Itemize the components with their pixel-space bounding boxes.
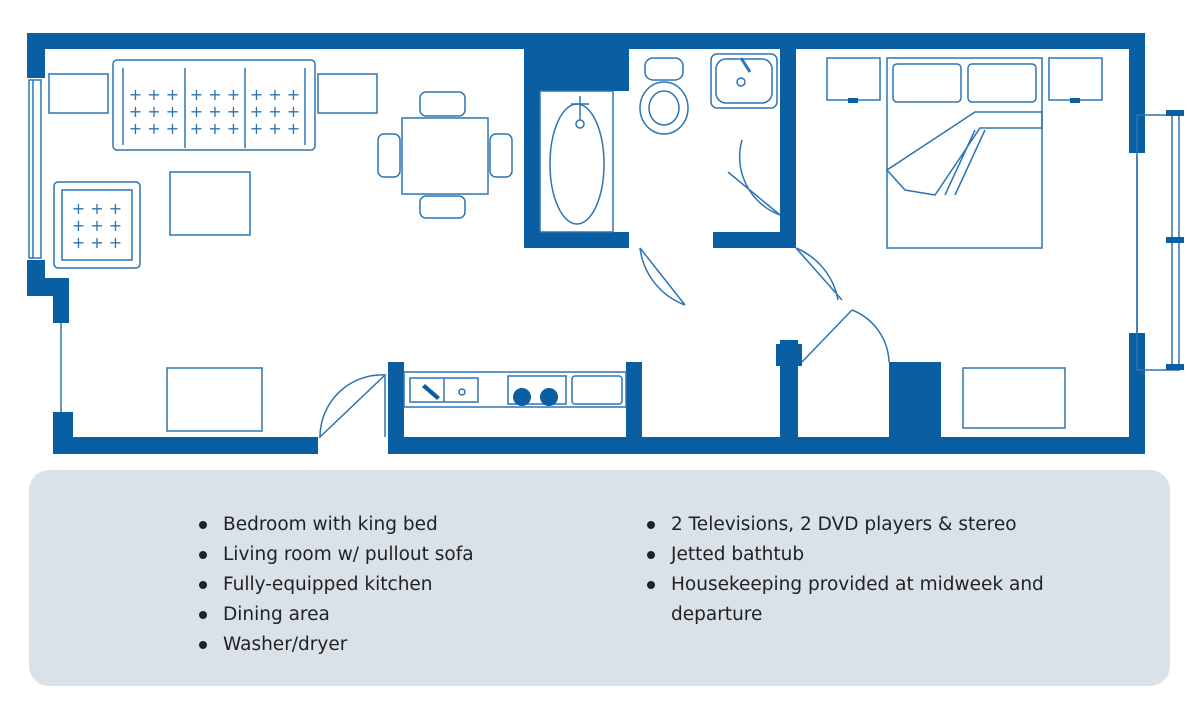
armchair — [53, 181, 141, 269]
end-table-left — [48, 73, 109, 114]
tub-enclosure — [539, 90, 614, 233]
bath-hall-door — [639, 247, 686, 306]
svg-text:+ + +: + + + — [250, 102, 300, 121]
cushion-pattern: + + ++ + ++ + + + + ++ + ++ + + + + ++ +… — [72, 85, 300, 252]
svg-text:+ + +: + + + — [190, 119, 240, 138]
svg-text:+ + +: + + + — [250, 119, 300, 138]
exterior-walls — [27, 33, 1145, 454]
bath-door — [727, 139, 781, 216]
kitchen — [403, 371, 627, 408]
folded-blanket — [885, 111, 1043, 196]
chair-top — [419, 91, 466, 117]
sofa — [112, 59, 316, 151]
kitchen-counter — [403, 371, 627, 408]
list-item: Fully-equipped kitchen — [197, 570, 617, 600]
chair-left — [377, 133, 401, 178]
bathroom-sink — [710, 53, 778, 109]
end-table-right — [317, 73, 378, 114]
svg-text:+ + +: + + + — [129, 119, 179, 138]
bedroom — [826, 57, 1103, 429]
chair-bottom — [419, 195, 466, 219]
svg-text:+ + +: + + + — [190, 85, 240, 104]
svg-text:+ + +: + + + — [72, 216, 122, 235]
amenities-list-left: Bedroom with king bed Living room w/ pul… — [197, 510, 617, 660]
entry-door — [319, 374, 387, 439]
window-mullions — [1166, 110, 1184, 370]
interior-walls — [388, 33, 941, 454]
svg-text:+ + +: + + + — [72, 199, 122, 218]
coffee-table — [169, 171, 251, 236]
pillow-left — [892, 63, 962, 103]
closet-door — [801, 309, 890, 363]
nightstand-right — [1048, 57, 1103, 101]
nightstand-left — [826, 57, 881, 101]
dining-table — [401, 117, 489, 195]
bedroom-door — [795, 247, 843, 301]
king-bed — [886, 57, 1043, 249]
tv-stand-living — [166, 367, 263, 432]
stove — [507, 375, 567, 405]
toilet — [639, 81, 689, 135]
list-item: Washer/dryer — [197, 630, 617, 660]
svg-text:+ + +: + + + — [129, 85, 179, 104]
list-item: Living room w/ pullout sofa — [197, 540, 617, 570]
amenities-list-right: 2 Televisions, 2 DVD players & stereo Je… — [645, 510, 1045, 630]
doors — [319, 139, 890, 439]
list-item: Bedroom with king bed — [197, 510, 617, 540]
pillow-right — [967, 63, 1037, 103]
living-window — [28, 79, 42, 259]
svg-text:+ + +: + + + — [250, 85, 300, 104]
chair-right — [489, 133, 513, 178]
amenities-panel: Bedroom with king bed Living room w/ pul… — [29, 470, 1170, 686]
list-item: Housekeeping provided at midweek and dep… — [645, 570, 1045, 630]
floor-plan: + + ++ + ++ + + + + ++ + ++ + + + + ++ +… — [27, 33, 1184, 454]
living-room — [48, 59, 513, 432]
list-item: 2 Televisions, 2 DVD players & stereo — [645, 510, 1045, 540]
tv-stand-bedroom — [962, 367, 1066, 429]
svg-text:+ + +: + + + — [129, 102, 179, 121]
svg-text:+ + +: + + + — [72, 233, 122, 252]
bathroom — [539, 53, 778, 233]
svg-text:+ + +: + + + — [190, 102, 240, 121]
list-item: Dining area — [197, 600, 617, 630]
fridge — [571, 375, 623, 405]
list-item: Jetted bathtub — [645, 540, 1045, 570]
